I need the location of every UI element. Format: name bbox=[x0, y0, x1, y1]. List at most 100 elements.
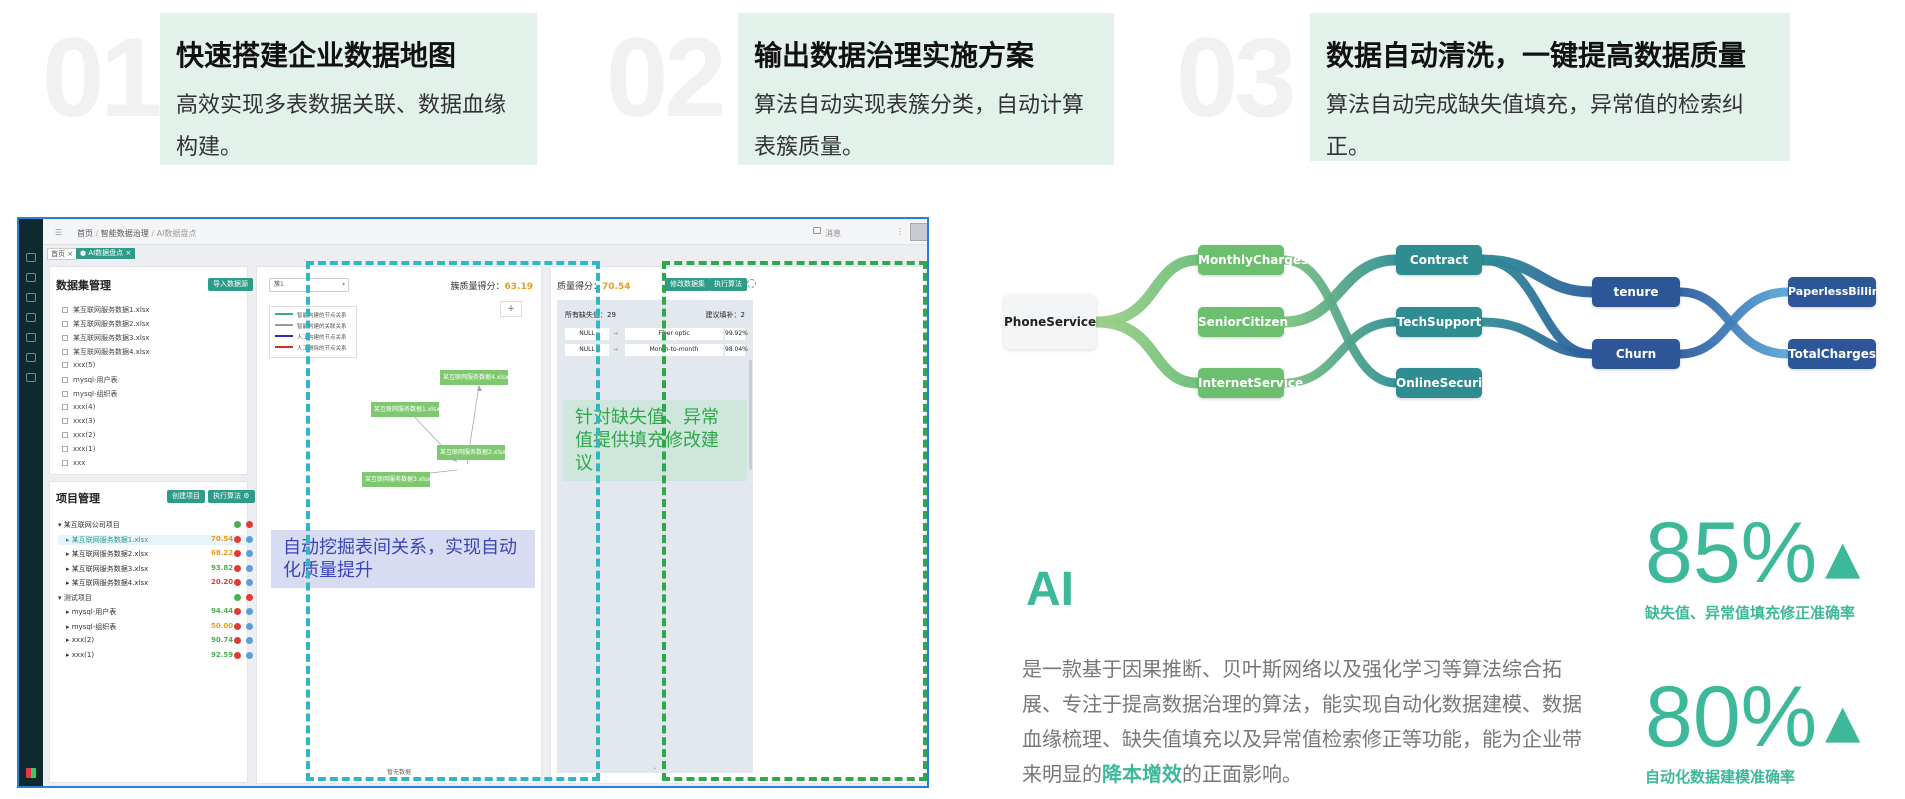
file-icon[interactable] bbox=[26, 333, 36, 342]
run-algorithm-button[interactable]: 执行算法 ⚙ bbox=[208, 490, 255, 503]
list-item[interactable]: xxx(5) bbox=[62, 361, 95, 369]
view-icon[interactable] bbox=[246, 550, 253, 557]
flow-node-totalcharges[interactable]: TotalCharges bbox=[1788, 339, 1876, 369]
flow-node-paperlessbilling[interactable]: PaperlessBilling bbox=[1788, 277, 1887, 307]
edit-icon[interactable] bbox=[26, 353, 36, 362]
breadcrumb-item[interactable]: 首页 bbox=[77, 229, 93, 238]
grid-app-icon[interactable] bbox=[26, 768, 36, 778]
flow-node-internetservice[interactable]: InternetService bbox=[1198, 368, 1303, 398]
edit-dataset-button[interactable]: 修改数据集 bbox=[665, 278, 710, 291]
graph-node[interactable]: 某互联网服务数据1.xlsx bbox=[371, 402, 440, 417]
list-item[interactable]: mysql-组织表 bbox=[62, 389, 118, 399]
quality-highlight-frame bbox=[662, 261, 927, 781]
database-icon[interactable] bbox=[26, 273, 36, 282]
menu-icon[interactable]: ☰ bbox=[55, 228, 63, 237]
list-item[interactable]: xxx(4) bbox=[62, 403, 95, 411]
panel-title: 项目管理 bbox=[56, 492, 100, 505]
run-algorithm-button[interactable]: 执行算法 bbox=[709, 278, 747, 291]
delete-icon[interactable] bbox=[234, 579, 241, 586]
stat-2: 80% ▲ 自动化数据建模准确率 bbox=[1645, 674, 1895, 794]
message-link[interactable]: 消息 bbox=[825, 229, 841, 238]
app-sidebar bbox=[19, 219, 43, 786]
delete-icon[interactable] bbox=[234, 550, 241, 557]
avatar[interactable] bbox=[910, 223, 927, 241]
row-score: 92.59 bbox=[211, 650, 234, 659]
flow-node-onlinesecurity[interactable]: OnlineSecurity bbox=[1396, 368, 1496, 398]
row-score: 93.82 bbox=[211, 563, 234, 572]
chevron-down-icon[interactable]: ⌄ bbox=[652, 764, 658, 771]
list-item[interactable]: xxx(1) bbox=[62, 445, 95, 453]
row-label: ▸ 某互联网服务数据2.xlsx bbox=[66, 550, 149, 558]
flow-node-monthlycharges[interactable]: MonthlyCharges bbox=[1198, 245, 1308, 275]
row-label: ▸ 某互联网服务数据4.xlsx bbox=[66, 579, 149, 587]
breadcrumb-item[interactable]: 智能数据治理 bbox=[100, 229, 149, 238]
table-row[interactable]: ▾ 测试项目 bbox=[58, 593, 283, 603]
view-icon[interactable] bbox=[246, 622, 253, 630]
delete-icon[interactable] bbox=[234, 651, 241, 659]
delete-icon[interactable] bbox=[246, 521, 253, 528]
tag-ai-inventory[interactable]: ● AI数据盘点 × bbox=[76, 248, 136, 259]
list-item[interactable]: 某互联网服务数据3.xlsx bbox=[62, 333, 150, 343]
flow-node-seniorcitizen[interactable]: SeniorCitizen bbox=[1198, 307, 1288, 337]
delete-icon[interactable] bbox=[234, 564, 241, 572]
feature-3: 03 数据自动清洗，一键提高数据质量 算法自动完成缺失值填充，异常值的检索纠正。 bbox=[1130, 0, 1905, 170]
add-icon[interactable] bbox=[234, 521, 241, 528]
scrollbar[interactable] bbox=[749, 360, 752, 470]
cluster-score: 簇质量得分：63.19 bbox=[450, 282, 533, 292]
row-score: 20.20 bbox=[211, 578, 234, 586]
row-label: ▸ mysql-用户表 bbox=[66, 608, 117, 616]
view-icon[interactable] bbox=[246, 564, 253, 572]
list-item[interactable]: xxx(2) bbox=[62, 431, 95, 439]
table-row[interactable]: ▸ 某互联网服务数据4.xlsx 20.20 bbox=[58, 578, 283, 588]
graph-node[interactable]: 某互联网服务数据3.xlsx bbox=[362, 472, 431, 487]
view-icon[interactable] bbox=[246, 608, 253, 615]
view-icon[interactable] bbox=[246, 651, 253, 659]
add-node-button[interactable]: + bbox=[500, 301, 522, 317]
chart-icon[interactable] bbox=[26, 313, 36, 322]
view-icon[interactable] bbox=[246, 535, 253, 543]
table-row[interactable]: NULL → Month-to-month 98.04% bbox=[565, 344, 748, 356]
report-icon[interactable] bbox=[26, 373, 36, 382]
view-icon[interactable] bbox=[246, 579, 253, 586]
legend-item: 智能构建的节点关系 bbox=[275, 311, 351, 322]
list-item[interactable]: 某互联网服务数据1.xlsx bbox=[62, 305, 150, 315]
import-datasource-button[interactable]: 导入数据源 bbox=[208, 278, 253, 291]
flow-node-techsupport[interactable]: TechSupport bbox=[1396, 307, 1482, 337]
more-icon[interactable]: ⋮ bbox=[896, 227, 904, 236]
delete-icon[interactable] bbox=[234, 535, 241, 543]
list-item[interactable]: xxx bbox=[62, 459, 85, 467]
delete-icon[interactable] bbox=[246, 593, 253, 601]
delete-icon[interactable] bbox=[234, 637, 241, 644]
list-item[interactable]: 某互联网服务数据4.xlsx bbox=[62, 347, 150, 357]
loading-icon[interactable] bbox=[747, 279, 756, 288]
create-project-button[interactable]: 创建项目 bbox=[167, 490, 205, 503]
delete-icon[interactable] bbox=[234, 608, 241, 615]
table-row[interactable]: ▸ xxx(2)90.74 bbox=[58, 636, 283, 644]
project-panel: 项目管理 创建项目 执行算法 ⚙ ▾ 某互联网公司项目 ▸ 某互联网服务数据1.x… bbox=[49, 481, 283, 783]
tag-home[interactable]: 首页 × bbox=[47, 248, 78, 260]
graph-node[interactable]: 某互联网服务数据4.xlsx bbox=[440, 370, 509, 385]
list-item[interactable]: xxx(3) bbox=[62, 417, 95, 425]
flow-node-contract[interactable]: Contract bbox=[1396, 245, 1482, 275]
flow-node-churn[interactable]: Churn bbox=[1592, 339, 1680, 369]
home-icon[interactable] bbox=[26, 253, 36, 262]
settings-icon[interactable] bbox=[26, 293, 36, 302]
message-icon[interactable] bbox=[813, 227, 821, 234]
flow-node-tenure[interactable]: tenure bbox=[1592, 277, 1680, 307]
feature-box: 输出数据治理实施方案 算法自动实现表簇分类，自动计算表簇质量。 bbox=[738, 13, 1114, 165]
flow-node-phoneservice[interactable]: PhoneService bbox=[1004, 295, 1096, 349]
table-row[interactable]: ▾ 某互联网公司项目 bbox=[58, 520, 283, 530]
list-item[interactable]: 某互联网服务数据2.xlsx bbox=[62, 319, 150, 329]
list-item[interactable]: mysql-用户表 bbox=[62, 375, 118, 385]
table-row[interactable]: ▸ xxx(1)92.59 bbox=[58, 651, 283, 659]
add-icon[interactable] bbox=[234, 593, 241, 601]
delete-icon[interactable] bbox=[234, 622, 241, 630]
graph-node[interactable]: 某互联网服务数据2.xlsx bbox=[437, 445, 506, 460]
view-icon[interactable] bbox=[246, 637, 253, 644]
breadcrumb-item: AI数据盘点 bbox=[156, 229, 197, 238]
